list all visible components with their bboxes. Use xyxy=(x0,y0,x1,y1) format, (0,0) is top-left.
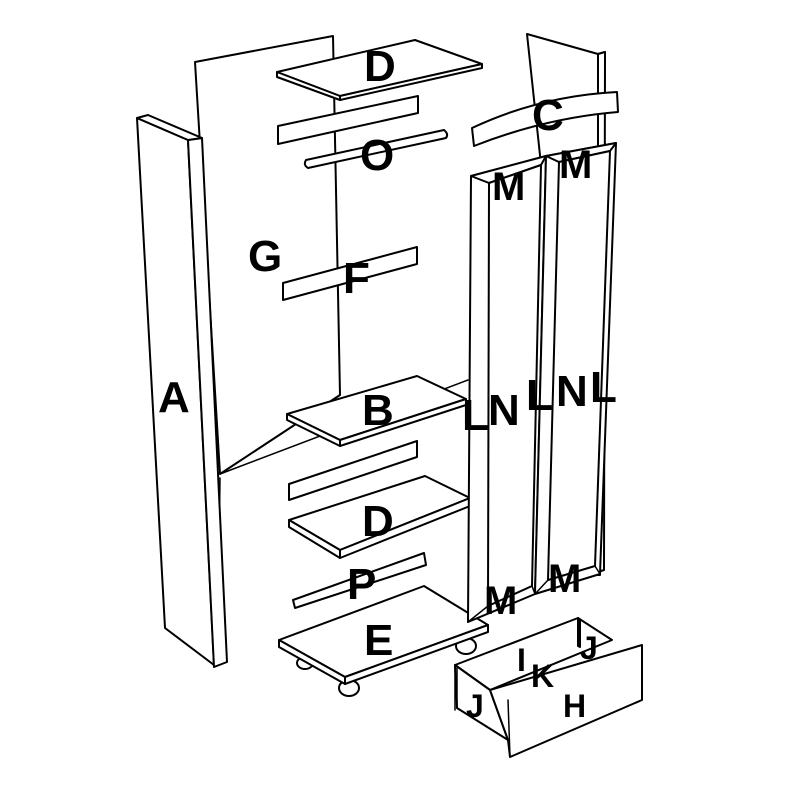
label-a: A xyxy=(158,373,190,422)
label-p: P xyxy=(347,560,376,609)
label-d-top: D xyxy=(364,42,396,91)
label-l-2: L xyxy=(526,371,553,420)
drawer-h xyxy=(454,617,643,758)
rail-f xyxy=(282,246,418,301)
label-d-mid: D xyxy=(362,497,394,546)
label-m-1: M xyxy=(492,165,525,209)
right-door xyxy=(534,142,617,595)
label-j-right: J xyxy=(580,630,598,666)
label-n-2: N xyxy=(556,367,588,416)
left-side-panel-a xyxy=(136,114,228,668)
bottom-e xyxy=(278,585,489,697)
label-l-1: L xyxy=(462,391,489,440)
label-i: I xyxy=(517,642,526,678)
label-h: H xyxy=(563,688,586,724)
crown-c xyxy=(471,91,619,147)
label-m-3: M xyxy=(484,579,517,623)
label-o: O xyxy=(360,131,394,180)
label-j-left: J xyxy=(466,688,484,724)
label-f: F xyxy=(343,254,370,303)
rail-mid xyxy=(288,440,418,501)
shelf-b xyxy=(286,375,467,447)
label-m-2: M xyxy=(559,143,592,187)
label-m-4: M xyxy=(548,557,581,601)
label-e: E xyxy=(364,616,393,665)
label-l-3: L xyxy=(590,363,617,412)
rail-p xyxy=(292,552,427,609)
label-g: G xyxy=(248,232,282,281)
hanging-rod-o xyxy=(303,129,449,169)
label-c: C xyxy=(532,91,564,140)
top-shelf-d xyxy=(276,39,483,101)
left-door xyxy=(467,155,547,623)
label-b: B xyxy=(362,386,394,435)
label-n-1: N xyxy=(488,386,520,435)
top-rail xyxy=(277,95,419,145)
label-k: K xyxy=(531,658,554,694)
